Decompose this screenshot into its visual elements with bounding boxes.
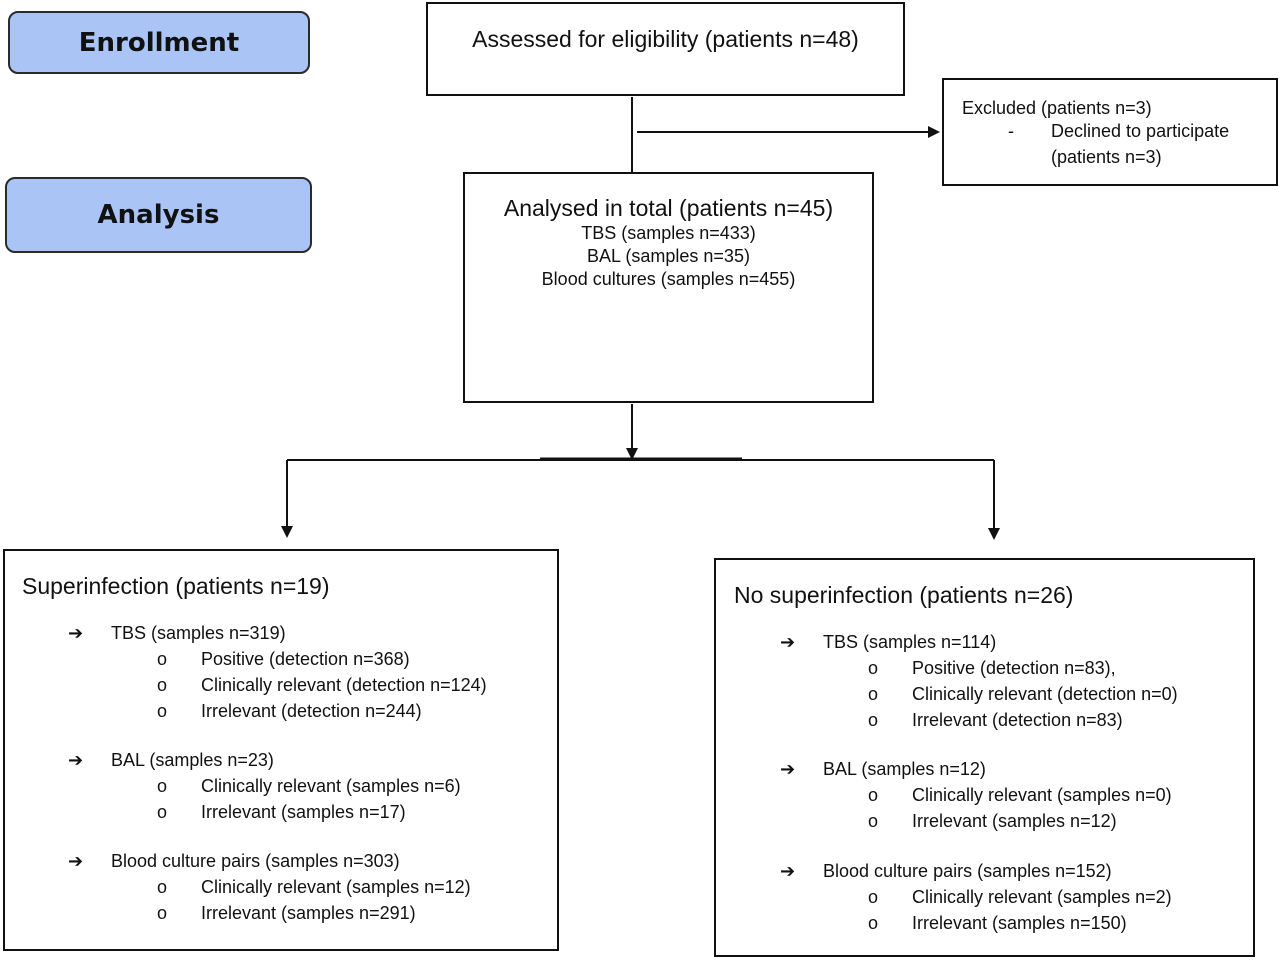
circle-bullet-icon: o xyxy=(157,675,168,695)
no-superinfection-tbs-item: Positive (detection n=83), xyxy=(912,658,1116,678)
superinfection-title: Superinfection (patients n=19) xyxy=(22,573,330,599)
arrow-bullet-icon: ➔ xyxy=(780,759,796,779)
circle-bullet-icon: o xyxy=(868,887,879,907)
superinfection-tbs-head: TBS (samples n=319) xyxy=(111,623,286,643)
circle-bullet-icon: o xyxy=(157,802,168,822)
excluded-title: Excluded (patients n=3) xyxy=(962,98,1152,118)
analysis-label: Analysis xyxy=(5,177,312,253)
superinfection-tbs-item: Irrelevant (detection n=244) xyxy=(201,701,422,721)
excluded-reason-count: (patients n=3) xyxy=(1051,147,1162,167)
no-superinfection-title: No superinfection (patients n=26) xyxy=(734,582,1074,608)
no-superinfection-tbs-item: Irrelevant (detection n=83) xyxy=(912,710,1123,730)
circle-bullet-icon: o xyxy=(157,903,168,923)
arrow-bullet-icon: ➔ xyxy=(68,750,84,770)
excluded-dash: - xyxy=(1008,121,1014,141)
arrow-bullet-icon: ➔ xyxy=(68,851,84,871)
arrow-bullet-icon: ➔ xyxy=(780,632,796,652)
no-superinfection-bal-head: BAL (samples n=12) xyxy=(823,759,986,779)
no-superinfection-blood-head: Blood culture pairs (samples n=152) xyxy=(823,861,1112,881)
superinfection-bal-item: Irrelevant (samples n=17) xyxy=(201,802,406,822)
enrollment-label: Enrollment xyxy=(8,11,310,74)
no-superinfection-box: No superinfection (patients n=26) ➔ TBS … xyxy=(714,558,1255,957)
superinfection-blood-head: Blood culture pairs (samples n=303) xyxy=(111,851,400,871)
superinfection-tbs-item: Clinically relevant (detection n=124) xyxy=(201,675,487,695)
superinfection-box: Superinfection (patients n=19) ➔ TBS (sa… xyxy=(3,549,559,951)
superinfection-blood-item: Irrelevant (samples n=291) xyxy=(201,903,416,923)
circle-bullet-icon: o xyxy=(868,658,879,678)
excluded-reason: Declined to participate xyxy=(1051,121,1230,141)
circle-bullet-icon: o xyxy=(868,710,879,730)
arrow-bullet-icon: ➔ xyxy=(780,861,796,881)
no-superinfection-tbs-item: Clinically relevant (detection n=0) xyxy=(912,684,1178,704)
analysed-bal: BAL (samples n=35) xyxy=(587,246,750,266)
excluded-box: Excluded (patients n=3) - Declined to pa… xyxy=(942,78,1278,186)
circle-bullet-icon: o xyxy=(157,776,168,796)
circle-bullet-icon: o xyxy=(868,913,879,933)
circle-bullet-icon: o xyxy=(157,649,168,669)
circle-bullet-icon: o xyxy=(157,701,168,721)
analysed-title: Analysed in total (patients n=45) xyxy=(503,195,834,221)
analysed-box: Analysed in total (patients n=45) TBS (s… xyxy=(463,172,874,403)
superinfection-bal-head: BAL (samples n=23) xyxy=(111,750,274,770)
circle-bullet-icon: o xyxy=(868,684,879,704)
arrow-bullet-icon: ➔ xyxy=(68,623,84,643)
superinfection-blood-item: Clinically relevant (samples n=12) xyxy=(201,877,471,897)
no-superinfection-bal-item: Irrelevant (samples n=12) xyxy=(912,811,1117,831)
assessed-box: Assessed for eligibility (patients n=48) xyxy=(426,2,905,96)
analysed-tbs: TBS (samples n=433) xyxy=(581,223,756,243)
circle-bullet-icon: o xyxy=(868,785,879,805)
no-superinfection-tbs-head: TBS (samples n=114) xyxy=(823,632,997,652)
assessed-text: Assessed for eligibility (patients n=48) xyxy=(472,26,859,52)
circle-bullet-icon: o xyxy=(868,811,879,831)
no-superinfection-bal-item: Clinically relevant (samples n=0) xyxy=(912,785,1172,805)
superinfection-tbs-item: Positive (detection n=368) xyxy=(201,649,410,669)
superinfection-bal-item: Clinically relevant (samples n=6) xyxy=(201,776,461,796)
no-superinfection-blood-item: Irrelevant (samples n=150) xyxy=(912,913,1127,933)
circle-bullet-icon: o xyxy=(157,877,168,897)
analysed-blood: Blood cultures (samples n=455) xyxy=(541,269,796,289)
no-superinfection-blood-item: Clinically relevant (samples n=2) xyxy=(912,887,1172,907)
